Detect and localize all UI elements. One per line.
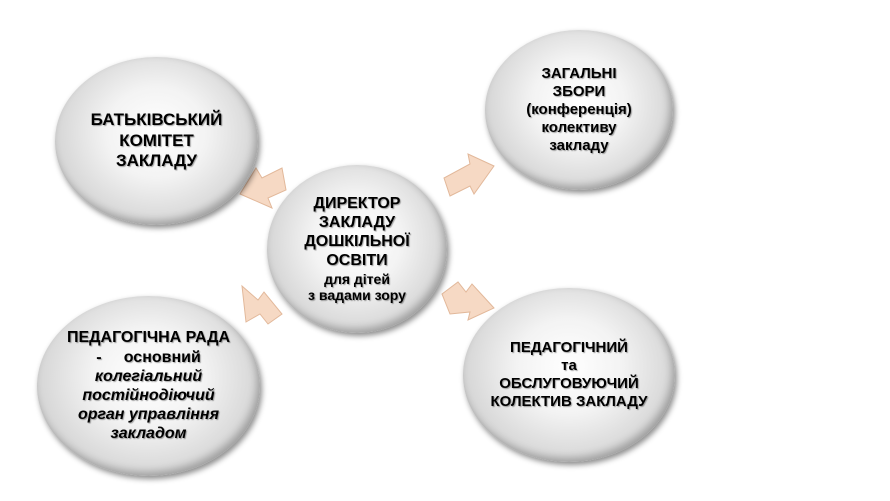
node-line: ДИРЕКТОР — [313, 194, 401, 212]
arrow-to-pedagogical-council — [241, 284, 283, 325]
node-line: КОМІТЕТ — [119, 130, 194, 150]
node-line: (конференція) — [526, 101, 632, 118]
node-line: КОЛЕКТИВ ЗАКЛАДУ — [490, 393, 648, 410]
node-line: закладу — [549, 137, 609, 154]
node-line: ЗАКЛАДУ — [318, 214, 396, 232]
node-line: постійнодіючий — [82, 387, 215, 404]
node-line: для дітей — [324, 270, 390, 287]
node-line: закладом — [110, 425, 187, 443]
node-line: ДОШКІЛЬНОЇ — [304, 233, 410, 251]
node-line: ПЕДАГОГІЧНА РАДА — [66, 329, 231, 347]
node-line: колегіальний — [94, 367, 203, 385]
arrow-to-general-meeting — [443, 153, 495, 197]
node-line: ОСВІТИ — [326, 252, 388, 270]
node-line: ЗАКЛАДУ — [115, 151, 198, 171]
node-line: БАТЬКІВСЬКИЙ — [90, 110, 223, 130]
general-meeting-node: ЗАГАЛЬНІ ЗБОРИ (конференція) колективу з… — [485, 30, 673, 190]
pedagogical-council-node: ПЕДАГОГІЧНА РАДА - основний колегіальний… — [37, 296, 260, 476]
node-line: з вадами зору — [308, 287, 406, 304]
node-line: ЗАГАЛЬНІ — [541, 65, 617, 82]
arrow-to-staff — [441, 281, 495, 321]
staff-node: ПЕДАГОГІЧНИЙ та ОБСЛУГОВУЮЧИЙ КОЛЕКТИВ З… — [463, 288, 675, 462]
node-line: ОБСЛУГОВУЮЧИЙ — [499, 375, 639, 392]
node-line: ЗБОРИ — [552, 83, 606, 100]
arrow-to-parent-committee — [239, 167, 287, 209]
director-node: ДИРЕКТОР ЗАКЛАДУ ДОШКІЛЬНОЇ ОСВІТИ для д… — [267, 165, 447, 333]
node-line: - основний — [96, 348, 201, 366]
node-line: та — [561, 357, 577, 374]
node-line: колективу — [541, 119, 617, 136]
node-line: ПЕДАГОГІЧНИЙ — [510, 339, 628, 356]
node-line: орган управління — [77, 406, 220, 424]
parent-committee-node: БАТЬКІВСЬКИЙ КОМІТЕТ ЗАКЛАДУ — [55, 57, 258, 225]
